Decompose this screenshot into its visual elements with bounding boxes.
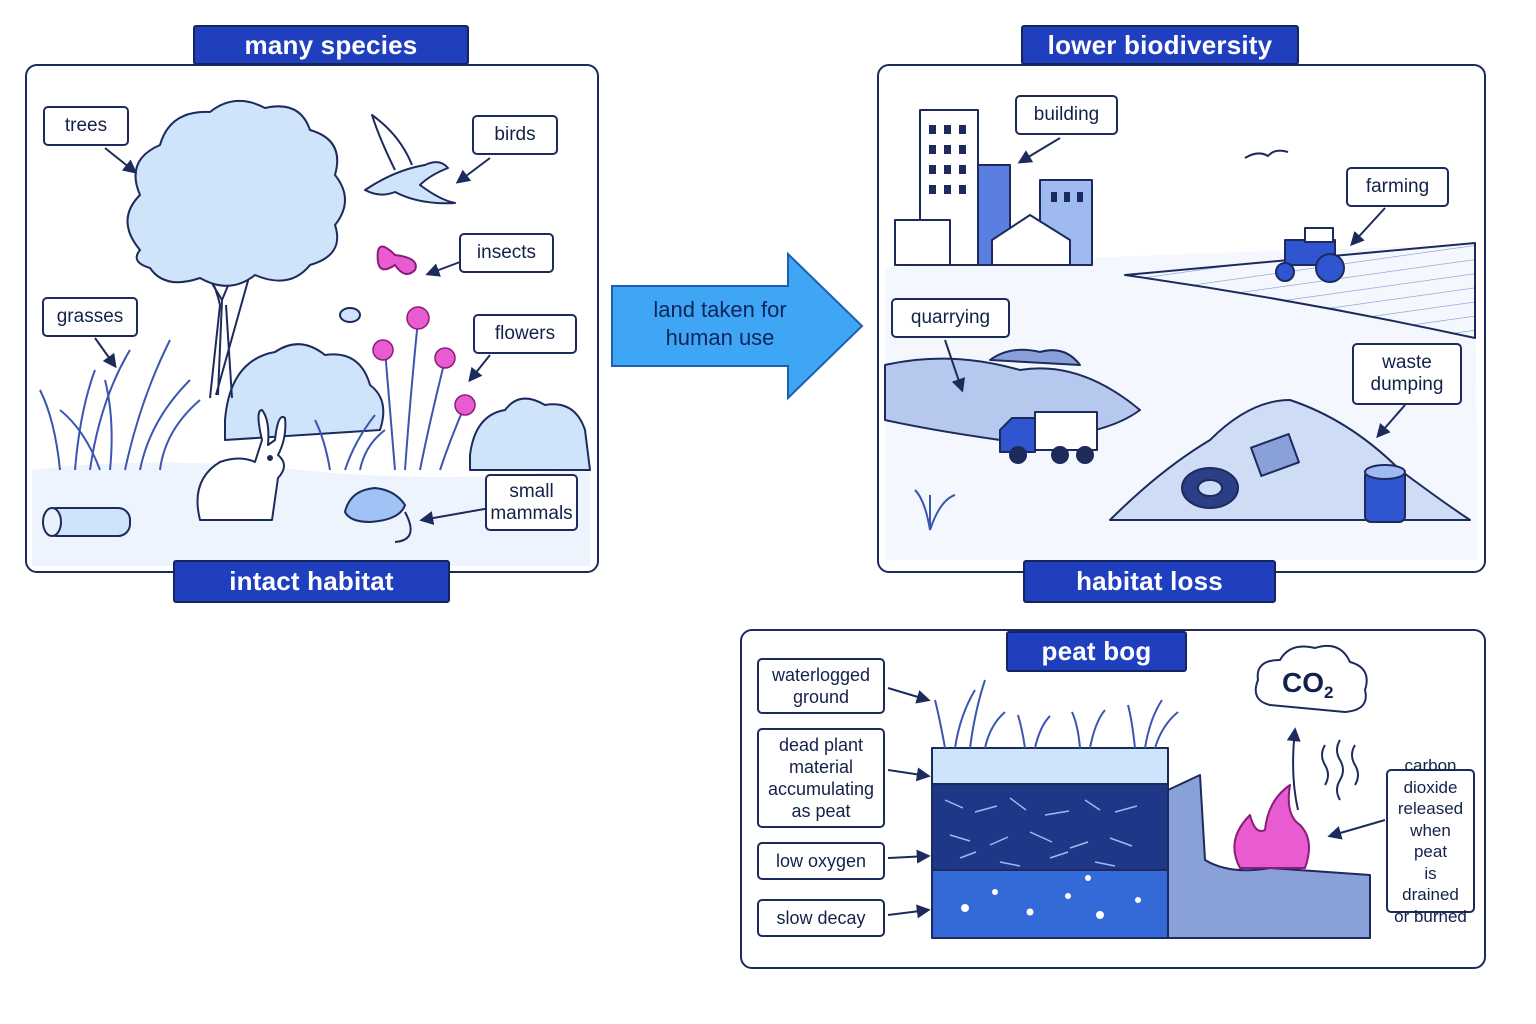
lower-biodiversity-title: lower biodiversity — [1021, 25, 1299, 65]
dead-plant-material-label: dead plant material accumulating as peat — [757, 728, 885, 828]
low-oxygen-label: low oxygen — [757, 842, 885, 880]
small-mammals-label: small mammals — [485, 474, 578, 531]
building-label: building — [1015, 95, 1118, 135]
co2-subscript: 2 — [1324, 683, 1334, 702]
peat-bog-illustration — [931, 644, 1371, 939]
grasses-label: grasses — [42, 297, 138, 337]
habitat-loss-title: habitat loss — [1023, 560, 1276, 603]
intact-habitat-title: intact habitat — [173, 560, 450, 603]
insects-label: insects — [459, 233, 554, 273]
co2-label: CO2 — [1282, 667, 1333, 703]
peat-bog-title: peat bog — [1006, 631, 1187, 672]
waterlogged-ground-label: waterlogged ground — [757, 658, 885, 714]
habitat-loss-illustration — [884, 109, 1478, 560]
slow-decay-label: slow decay — [757, 899, 885, 937]
flowers-label: flowers — [473, 314, 577, 354]
pointer-arrows — [94, 137, 1406, 919]
farming-label: farming — [1346, 167, 1449, 207]
birds-label: birds — [472, 115, 558, 155]
quarrying-label: quarrying — [891, 298, 1010, 338]
trees-label: trees — [43, 106, 129, 146]
transition-arrow — [611, 251, 864, 401]
habitat-illustration — [32, 100, 591, 566]
carbon-dioxide-label: carbon dioxide released when peat is dra… — [1386, 756, 1475, 926]
land-taken-label: land taken for human use — [653, 297, 787, 350]
waste-dumping-label: waste dumping — [1352, 343, 1462, 405]
co2-text: CO — [1282, 667, 1324, 698]
many-species-title: many species — [193, 25, 469, 65]
